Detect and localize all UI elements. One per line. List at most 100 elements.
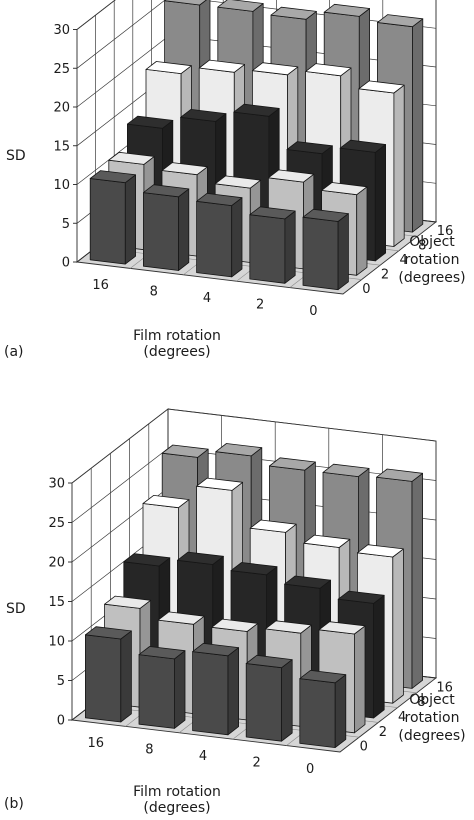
bar-front-face [192, 651, 229, 736]
z-tick-label: 16 [437, 224, 454, 239]
y-tick-label: 10 [48, 635, 65, 650]
bar-top-face [230, 562, 278, 576]
bar-top-face [180, 109, 227, 122]
bar-top-face [267, 169, 315, 183]
bar [245, 654, 293, 742]
y-axis-label: SD [6, 148, 26, 164]
y-axis-label: SD [6, 601, 26, 617]
bar-top-face [284, 575, 332, 589]
bar-top-face [161, 162, 208, 176]
bar-top-face [192, 643, 240, 657]
bar-front-face [245, 663, 283, 742]
bar-top-face [303, 534, 351, 548]
bar-top-face [233, 103, 280, 117]
z-tick-label: 4 [400, 253, 408, 268]
bar-side-face [412, 18, 424, 233]
bar-top-face [249, 519, 297, 533]
bar-top-face [214, 175, 262, 189]
bar-top-face [127, 115, 174, 129]
bar [196, 192, 243, 278]
bar-top-face [376, 14, 424, 28]
bar-front-face [249, 214, 286, 284]
bar-top-face [215, 443, 263, 457]
y-tick-label: 10 [53, 178, 70, 193]
bar-top-face [322, 463, 370, 478]
bar-top-face [245, 654, 293, 669]
x-axis-label: (degrees) [143, 800, 210, 816]
y-tick-label: 15 [53, 139, 70, 154]
x-tick-label: 4 [199, 749, 207, 764]
z-tick-label: 8 [418, 239, 426, 254]
bar-top-face [264, 620, 312, 634]
bar-top-face [323, 3, 371, 17]
z-tick-label: 16 [436, 680, 453, 695]
bar-side-face [124, 174, 137, 265]
y-tick-label: 20 [48, 556, 65, 571]
bar-side-face [227, 647, 240, 736]
bar-front-face [302, 216, 339, 291]
x-tick-label: 16 [92, 278, 109, 293]
bar-front-face [138, 654, 175, 729]
y-tick-label: 30 [48, 477, 65, 492]
bar-front-face [196, 200, 233, 278]
z-tick-label: 8 [417, 695, 425, 710]
bar-side-face [281, 659, 293, 742]
bar-top-face [321, 182, 368, 196]
bar-front-face [89, 178, 126, 265]
panel-label: (a) [4, 344, 24, 360]
bar-top-face [268, 457, 316, 471]
bar-top-face [196, 477, 244, 491]
bar [89, 170, 137, 265]
panel-label: (b) [4, 796, 24, 812]
bar [192, 643, 240, 736]
z-tick-label: 0 [362, 282, 370, 297]
z-tick-label: 4 [398, 710, 406, 725]
bar-top-face [376, 468, 424, 482]
bar-top-face [286, 141, 333, 155]
z-tick-label: 2 [381, 267, 389, 282]
bar-top-face [305, 63, 352, 77]
bar [138, 646, 186, 729]
y-tick-label: 5 [57, 674, 65, 689]
x-tick-label: 16 [88, 736, 105, 751]
bar-top-face [157, 611, 205, 625]
y-tick-label: 5 [62, 217, 70, 232]
y-tick-label: 25 [48, 516, 65, 531]
bar [302, 208, 349, 291]
bar-top-face [138, 646, 186, 660]
bar-top-face [108, 151, 155, 165]
z-axis-label: Object [409, 234, 455, 250]
z-tick-label: 2 [379, 725, 387, 740]
y-tick-label: 20 [53, 101, 70, 116]
bar-side-face [373, 594, 385, 719]
bar-side-face [356, 186, 368, 276]
bar-top-face [337, 590, 385, 604]
x-axis-label: Film rotation [133, 328, 221, 344]
bar-side-face [231, 197, 243, 278]
bar-side-face [178, 188, 190, 271]
y-gridline [76, 0, 116, 30]
bar-top-face [249, 206, 296, 220]
z-axis-label: Object [409, 692, 455, 708]
bar-side-face [353, 625, 366, 734]
y-tick-label: 0 [62, 256, 70, 271]
y-gridline [71, 408, 437, 484]
x-tick-label: 0 [309, 304, 317, 319]
bar-side-face [284, 210, 296, 284]
bar [142, 184, 190, 271]
x-tick-label: 2 [252, 755, 260, 770]
bar-side-face [393, 84, 405, 247]
bar-front-face [142, 192, 179, 271]
bar-side-face [374, 144, 387, 262]
bar-top-face [161, 444, 209, 458]
x-tick-label: 0 [306, 762, 314, 777]
bar-top-face [123, 553, 171, 567]
z-axis-label: rotation [405, 710, 460, 726]
z-axis-label: (degrees) [398, 728, 465, 744]
bar-top-face [339, 139, 387, 153]
bar [249, 206, 296, 284]
x-tick-label: 8 [145, 743, 153, 758]
bar-top-face [270, 6, 317, 20]
bar-top-face [142, 494, 190, 509]
